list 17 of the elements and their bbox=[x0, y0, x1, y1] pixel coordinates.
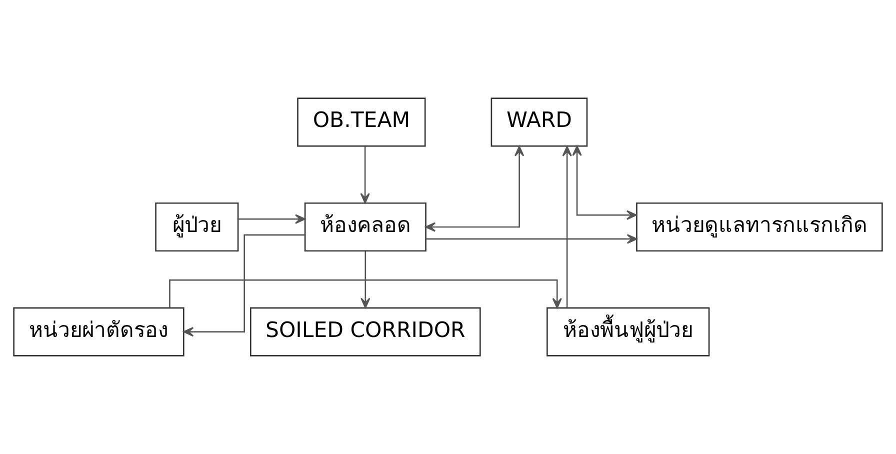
arrow bbox=[238, 214, 306, 224]
arrow bbox=[360, 251, 370, 308]
arrow bbox=[562, 146, 572, 308]
node-box: WARD bbox=[490, 98, 588, 147]
arrow bbox=[425, 146, 524, 232]
arrow bbox=[426, 234, 638, 244]
node-box: หน่วยดูแลทารกแรกเกิด bbox=[636, 202, 883, 252]
arrow bbox=[183, 234, 305, 337]
arrow bbox=[360, 146, 370, 204]
arrow bbox=[169, 279, 562, 308]
node-box: ห้องคลอด bbox=[304, 202, 426, 252]
node-box: ห้องพื้นฟูผู้ป่วย bbox=[546, 307, 710, 356]
node-box: SOILED CORRIDOR bbox=[250, 307, 481, 356]
node-box: OB.TEAM bbox=[297, 98, 426, 147]
arrow bbox=[572, 145, 637, 220]
node-box: หน่วยผ่าตัดรอง bbox=[13, 307, 184, 356]
node-box: ผู้ป่วย bbox=[155, 202, 239, 252]
